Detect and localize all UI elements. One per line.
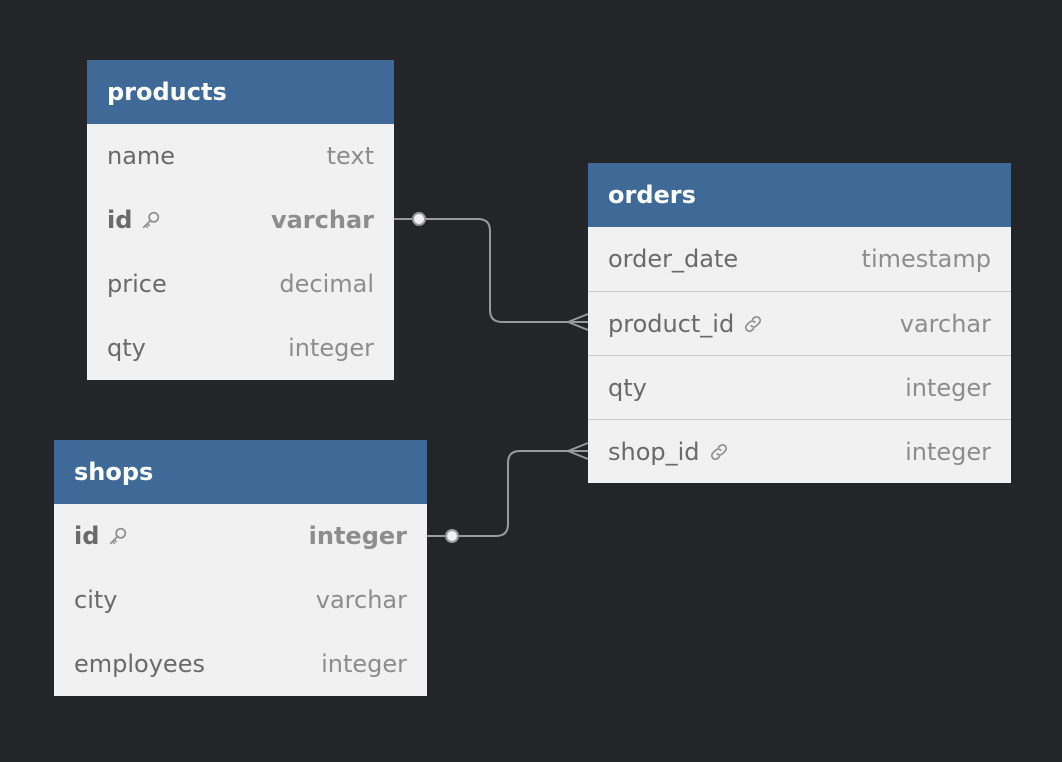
column-type: integer (905, 437, 991, 466)
column-name: employees (74, 650, 205, 678)
table-row[interactable]: employees integer (54, 632, 427, 696)
column-type: varchar (270, 206, 374, 234)
crows-foot-marker (567, 313, 589, 331)
key-icon (110, 527, 127, 545)
table-row[interactable]: qty integer (87, 316, 394, 380)
link-icon (710, 443, 727, 460)
table-header: orders (588, 163, 1011, 227)
table-row[interactable]: city varchar (54, 568, 427, 632)
column-name: qty (608, 373, 647, 402)
column-type: integer (288, 334, 374, 362)
table-row[interactable]: product_id varchar (588, 291, 1011, 355)
column-type: timestamp (861, 245, 991, 273)
column-type: text (326, 142, 374, 170)
table-shops[interactable]: shops id integer city varchar employees … (54, 440, 427, 696)
column-type: integer (308, 522, 407, 550)
link-icon (745, 315, 762, 332)
table-row[interactable]: qty integer (588, 355, 1011, 419)
table-row[interactable]: order_date timestamp (588, 227, 1011, 291)
column-name: qty (107, 334, 146, 362)
column-name: order_date (608, 245, 739, 273)
zero-one-marker (412, 212, 426, 226)
column-name: city (74, 586, 118, 614)
column-type: varchar (899, 309, 991, 338)
column-name: name (107, 142, 176, 170)
crows-foot-marker (567, 442, 589, 460)
column-name: id (74, 522, 129, 550)
table-orders[interactable]: orders order_date timestamp product_id v… (588, 163, 1011, 483)
table-products[interactable]: products name text id varchar price deci… (87, 60, 394, 380)
zero-one-marker (445, 529, 459, 543)
table-header: shops (54, 440, 427, 504)
column-type: varchar (315, 586, 407, 614)
table-row[interactable]: name text (87, 124, 394, 188)
column-name: price (107, 270, 167, 298)
column-name: product_id (608, 310, 764, 338)
column-type: integer (321, 650, 407, 678)
column-name: id (107, 206, 162, 234)
column-name: shop_id (608, 438, 730, 466)
table-header: products (87, 60, 394, 124)
table-row[interactable]: id integer (54, 504, 427, 568)
table-row[interactable]: id varchar (87, 188, 394, 252)
relationship-shops-orders (427, 442, 589, 543)
column-type: decimal (279, 270, 374, 298)
table-row[interactable]: shop_id integer (588, 419, 1011, 483)
key-icon (143, 211, 160, 229)
column-type: integer (905, 373, 991, 402)
relationship-products-orders (394, 212, 589, 331)
table-row[interactable]: price decimal (87, 252, 394, 316)
